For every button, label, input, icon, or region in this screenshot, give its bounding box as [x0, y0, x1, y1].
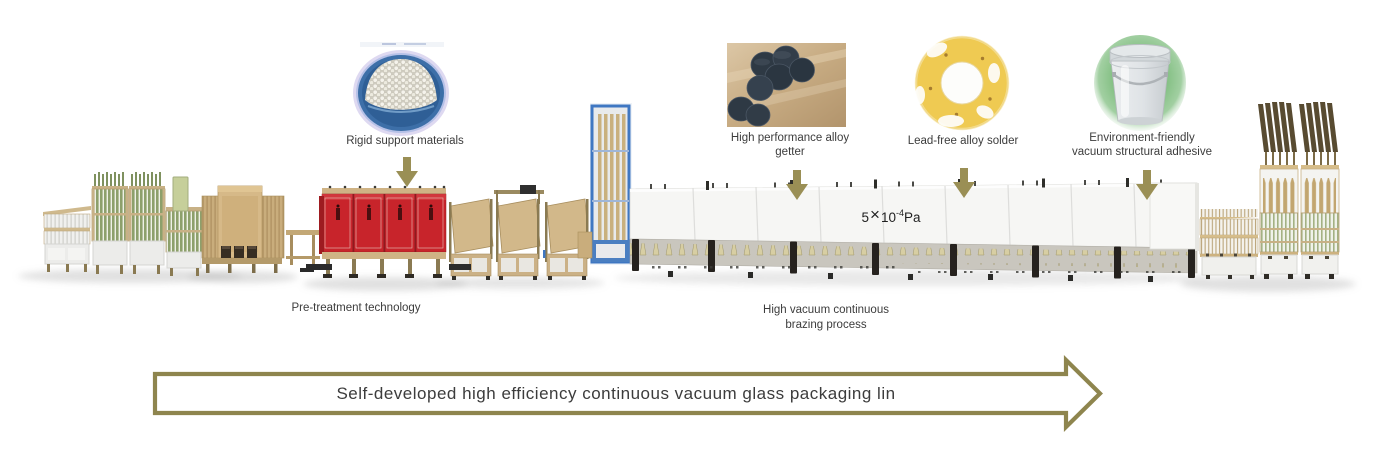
material-label-line: High performance alloy [730, 132, 850, 144]
brazing-process-label: High vacuum continuous brazing process [736, 303, 916, 333]
pretreatment-machine [300, 185, 447, 278]
alloy-getter-photo [727, 43, 846, 127]
brazing-tunnel-furnace [629, 178, 1199, 282]
unloading-racks [1199, 102, 1340, 279]
material-label-line: Environment-friendly [1089, 132, 1195, 144]
vertical-loader-tower [577, 103, 632, 265]
material-label-line: Lead-free alloy solder [907, 135, 1019, 147]
tilting-tables [449, 185, 590, 280]
down-arrow-getter [786, 170, 808, 200]
vacuum-base: 10 [880, 210, 896, 225]
down-arrow-rigid-support [396, 157, 418, 187]
brazing-label-line: High vacuum continuous [763, 304, 889, 316]
vacuum-exponent: -4 [895, 208, 904, 218]
solder-ring-image [901, 33, 1014, 139]
structural-adhesive-photo [1092, 33, 1189, 133]
getter-discs-image [727, 43, 846, 127]
washing-machine [201, 185, 320, 273]
down-arrow-adhesive [1136, 170, 1158, 200]
brazing-label-line: brazing process [785, 319, 867, 331]
material-label-line: getter [775, 146, 805, 158]
flow-arrow [152, 354, 1103, 433]
rigid-support-materials-photo [352, 42, 451, 137]
support-beads-image [353, 42, 449, 136]
multiply-sign: × [870, 205, 880, 224]
alloy-solder-photo [901, 33, 1014, 139]
flow-arrow-title: Self-developed high efficiency continuou… [336, 384, 896, 403]
material-label-getter: High performance alloy getter [710, 131, 870, 159]
pretreatment-label: Pre-treatment technology [291, 302, 421, 314]
material-label-rigid-support: Rigid support materials [325, 134, 485, 148]
vacuum-coefficient: 5 [861, 210, 869, 225]
material-label-line: Rigid support materials [346, 135, 464, 147]
vacuum-pressure-value: 5×10-4Pa [846, 205, 936, 225]
down-arrow-solder [953, 168, 975, 198]
vacuum-unit: Pa [903, 210, 921, 225]
adhesive-bucket-image [1092, 33, 1189, 133]
material-label-adhesive: Environment-friendly vacuum structural a… [1047, 131, 1237, 159]
glass-loading-racks [43, 172, 203, 276]
material-label-solder: Lead-free alloy solder [883, 134, 1043, 148]
material-label-line: vacuum structural adhesive [1072, 146, 1212, 158]
